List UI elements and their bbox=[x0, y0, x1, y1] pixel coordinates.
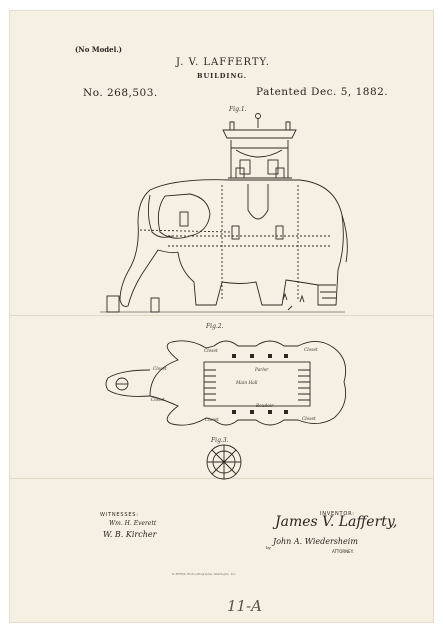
witness-signature-2: W. B. Kircher bbox=[103, 530, 157, 539]
room-closet-top-left: Closet bbox=[204, 349, 218, 354]
patent-sheet bbox=[9, 10, 434, 623]
fold-line-upper bbox=[9, 315, 434, 316]
by-label: by bbox=[266, 545, 271, 550]
attorney-signature: John A. Wiedersheim bbox=[273, 537, 358, 546]
elephant-head bbox=[119, 189, 179, 307]
room-closet-head-upper: Closet bbox=[153, 367, 167, 372]
room-closet-head-lower: Closet bbox=[151, 398, 165, 403]
fig3-detail bbox=[206, 444, 242, 480]
floor-plan-outline bbox=[149, 340, 347, 426]
room-parlor: Parlor bbox=[255, 368, 269, 373]
inventor-name: J. V. LAFFERTY. bbox=[176, 57, 270, 68]
inventor-signature: James V. Lafferty, bbox=[275, 514, 398, 530]
fig3-label: Fig.3. bbox=[211, 437, 229, 444]
room-main-hall: Main Hall bbox=[236, 381, 258, 386]
fig2-floor-plan bbox=[105, 340, 347, 426]
fig1-label: Fig.1. bbox=[229, 106, 247, 113]
fig2-label: Fig.2. bbox=[206, 323, 224, 330]
room-closet-top-right: Closet bbox=[304, 348, 318, 353]
elephant-body bbox=[149, 179, 344, 306]
printer-line: N. PETERS, Photo-Lithographer, Washingto… bbox=[172, 573, 237, 576]
patent-number: No. 268,503. bbox=[83, 87, 158, 99]
witnesses-label: WITNESSES: bbox=[100, 512, 139, 518]
no-model-note: (No Model.) bbox=[75, 45, 122, 54]
attorney-label: ATTORNEY. bbox=[332, 549, 354, 554]
room-closet-bottom-right: Closet bbox=[302, 417, 316, 422]
trunk-plan bbox=[105, 369, 151, 397]
room-closet-bottom-left: Closet bbox=[205, 418, 219, 423]
witness-signature-1: Wm. H. Everett bbox=[109, 520, 157, 527]
patent-date: Patented Dec. 5, 1882. bbox=[256, 86, 389, 98]
howdah-pavilion bbox=[222, 113, 297, 179]
room-boudoir: Boudoir bbox=[256, 404, 274, 409]
elephant-ear bbox=[157, 193, 211, 239]
fig1-elephant-elevation bbox=[100, 113, 348, 313]
main-hall-outline bbox=[203, 361, 311, 407]
handwritten-mark: 11-A bbox=[227, 597, 262, 615]
patent-title: BUILDING. bbox=[197, 72, 247, 80]
inventor-label: INVENTOR: bbox=[320, 511, 355, 517]
